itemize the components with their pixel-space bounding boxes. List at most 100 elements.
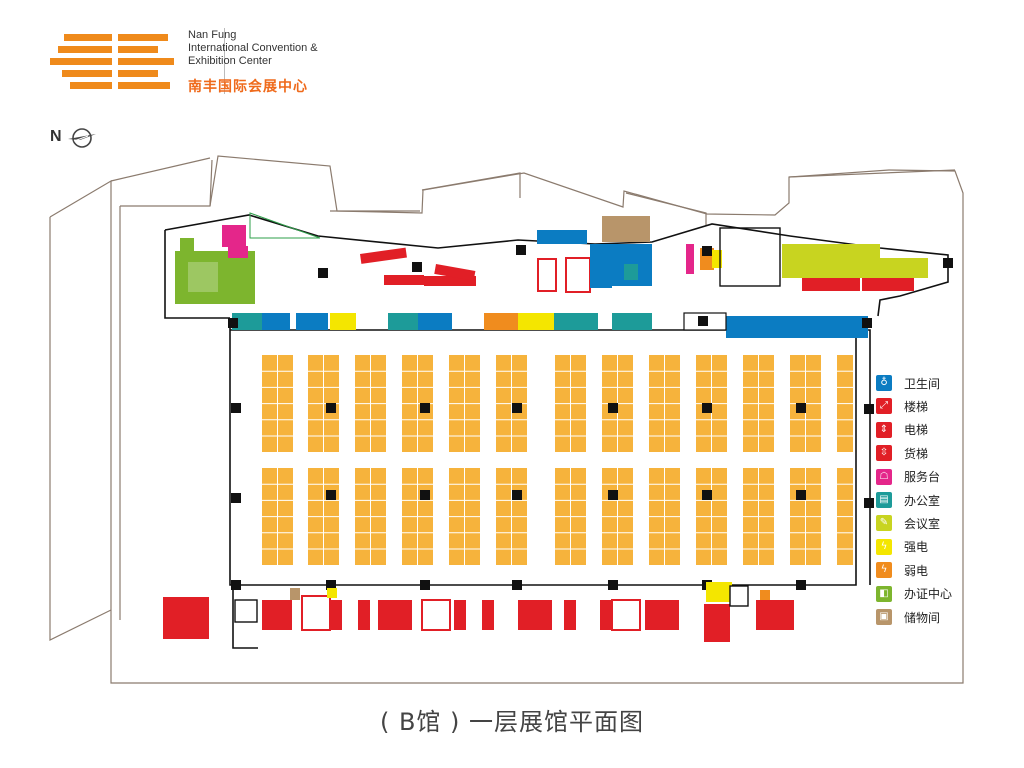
pillar [231, 580, 241, 590]
booth-block [649, 468, 680, 565]
restroom-room [418, 313, 452, 330]
legend-item: ⇳ 货梯 [876, 442, 928, 464]
high-voltage-room [518, 313, 554, 330]
pillar [228, 318, 238, 328]
compass-icon [68, 128, 96, 148]
pillar [412, 262, 422, 272]
low-voltage-icon: ϟ [876, 562, 892, 579]
top-service-strip [232, 312, 868, 338]
map-title: ( B馆 ) 一层展馆平面图 [379, 708, 645, 736]
booth-block [402, 468, 433, 565]
legend-label: 会议室 [904, 516, 941, 531]
pillar [698, 316, 708, 326]
stairs-icon: ⤢ [876, 398, 892, 415]
pillar [512, 490, 522, 500]
booth-block [602, 468, 633, 565]
pillar [796, 403, 806, 413]
office-room [232, 313, 262, 330]
legend-item: ϟ 弱电 [876, 559, 928, 581]
restroom-icon: ♁ [876, 375, 892, 391]
booth-block [743, 355, 774, 452]
booth-grid [262, 355, 853, 565]
storage-icon: ▣ [876, 609, 892, 625]
pillar [420, 403, 430, 413]
restroom-room [262, 313, 290, 330]
bottom-service-strip [163, 582, 794, 642]
pillar [512, 403, 522, 413]
pillar [326, 580, 336, 590]
meeting-room-icon: ✎ [876, 515, 892, 532]
pillar [231, 403, 241, 413]
office-room [554, 313, 598, 330]
building-outline [49, 155, 964, 684]
legend-item: ▤ 办公室 [876, 489, 940, 511]
legend-item: ◧ 办证中心 [876, 583, 952, 605]
restroom-room [778, 316, 808, 338]
booth-block [743, 468, 774, 565]
pillar [420, 490, 430, 500]
legend-item: ☖服务台 [876, 466, 940, 488]
pillar [420, 580, 430, 590]
pillar [864, 404, 874, 414]
legend-label: 楼梯 [904, 399, 929, 414]
legend-item: ✎ 会议室 [876, 512, 940, 534]
pillar [326, 403, 336, 413]
logo-en-line-3: Exhibition Center [188, 55, 272, 67]
restroom-room [296, 313, 328, 330]
pillar [231, 493, 241, 503]
logo-chinese-name: 南丰国际会展中心 [188, 79, 308, 95]
logo-en-line-1: Nan Fung [188, 29, 237, 41]
pillar [702, 246, 712, 256]
logo-divider [224, 28, 225, 94]
pillar [864, 498, 874, 508]
top-stairs [359, 247, 914, 291]
legend-label: 办公室 [904, 493, 941, 508]
pillar [702, 490, 712, 500]
office-icon: ▤ [876, 492, 892, 508]
legend-item: ⤢ 楼梯 [876, 395, 928, 417]
booth-block [555, 468, 586, 565]
low-voltage-room [484, 313, 518, 330]
legend-item: ▣ 储物间 [876, 606, 940, 628]
legend-label: 储物间 [904, 610, 941, 625]
booth-block [449, 468, 480, 565]
legend-label: 办证中心 [904, 587, 953, 602]
booth-block [837, 355, 853, 452]
pillar [608, 580, 618, 590]
legend-label: 弱电 [904, 563, 929, 578]
legend-label: 电梯 [904, 423, 929, 438]
freight-elevator-icon: ⇳ [876, 445, 892, 462]
venue-logo [50, 28, 350, 98]
pillar [796, 580, 806, 590]
booth-block [262, 468, 293, 565]
booth-block [696, 468, 727, 565]
pillar [516, 245, 526, 255]
booth-block [496, 355, 527, 452]
booth-block [790, 468, 821, 565]
high-voltage-room [330, 313, 356, 330]
id-center-icon: ◧ [876, 585, 892, 602]
top-right-rooms [686, 227, 928, 287]
legend-item: ⇕电梯 [876, 419, 928, 441]
legend-item: ♁ 卫生间 [876, 372, 940, 394]
logo-english-name: Nan Fung International Convention & Exhi… [188, 29, 318, 68]
service-desk-icon: ☖ [876, 468, 892, 485]
pillar [943, 258, 953, 268]
id-center-area [175, 212, 321, 304]
booth-block [649, 355, 680, 452]
legend-label: 货梯 [904, 446, 929, 461]
booth-block [837, 468, 853, 565]
top-center-rooms [537, 216, 652, 293]
pillar [608, 403, 618, 413]
booth-block [555, 355, 586, 452]
booth-block [449, 355, 480, 452]
office-room [612, 313, 652, 330]
legend-label: 卫生间 [904, 376, 941, 391]
legend-label: 强电 [904, 540, 929, 555]
booth-block [355, 355, 386, 452]
high-voltage-icon: ϟ [876, 538, 892, 555]
north-label: N [50, 128, 62, 145]
office-room [388, 313, 418, 330]
legend-item: ϟ 强电 [876, 536, 928, 558]
